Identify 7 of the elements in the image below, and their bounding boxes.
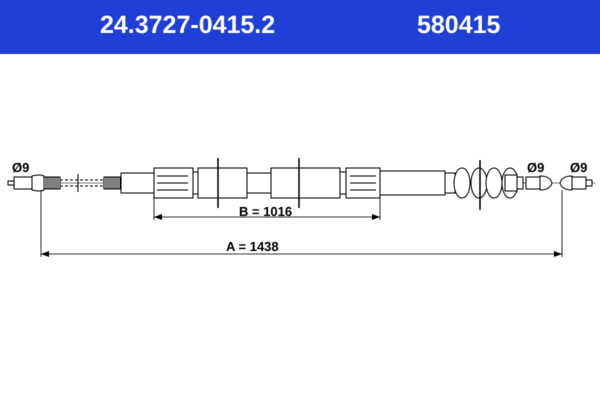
diameter-label: Ø9 bbox=[527, 160, 544, 175]
diameter-label: Ø9 bbox=[570, 160, 588, 175]
part-number: 24.3727-0415.2 bbox=[100, 11, 276, 40]
part-number: 580415 bbox=[417, 11, 500, 40]
dimension-label: A = 1438 bbox=[226, 239, 279, 254]
dimension-label: B = 1016 bbox=[239, 204, 292, 219]
diameter-label: Ø9 bbox=[12, 160, 30, 175]
